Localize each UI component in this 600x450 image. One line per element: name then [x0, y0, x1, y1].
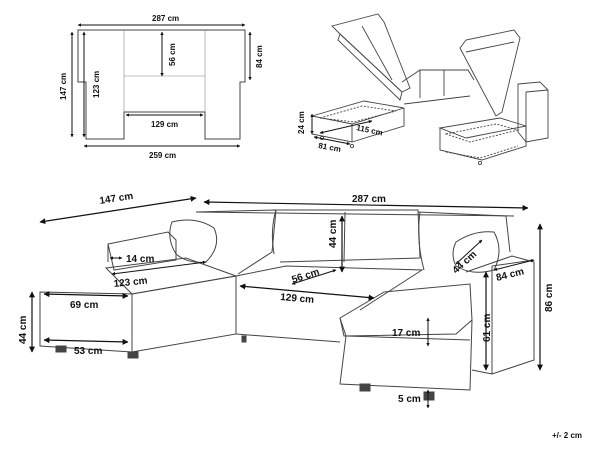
storage-open-view — [311, 13, 549, 166]
main-total-width-label: 287 cm — [352, 194, 386, 205]
plan-bottom-width-label: 259 cm — [149, 151, 176, 160]
main-back-height-label: 44 cm — [328, 220, 339, 248]
storage-length-label: 115 cm — [356, 123, 384, 137]
main-arm-width-label: 14 cm — [126, 254, 154, 265]
main-seat-depth-label: 56 cm — [291, 267, 321, 286]
main-chaise-length-label: 123 cm — [113, 275, 148, 289]
main-left-depth-label: 147 cm — [99, 191, 134, 207]
plan-chaise-label: 123 cm — [92, 71, 101, 98]
plan-depth-back-label: 56 cm — [168, 43, 177, 66]
main-seat-height-label: 44 cm — [18, 316, 29, 344]
storage-height-label: 24 cm — [297, 111, 306, 134]
main-inner-width-label: 129 cm — [280, 292, 315, 306]
main-leg-height-label: 5 cm — [398, 394, 421, 405]
main-leg-clearance-label: 17 cm — [392, 328, 420, 339]
plan-width-label: 287 cm — [152, 14, 179, 23]
sofa-main-view — [39, 209, 535, 401]
main-base-length-label: 53 cm — [74, 346, 102, 357]
storage-dimensions: 24 cm 115 cm 81 cm — [297, 111, 384, 154]
storage-depth-label: 81 cm — [318, 141, 342, 154]
top-plan-view: 287 cm 56 cm 84 cm 147 cm 123 cm 129 cm … — [59, 14, 264, 160]
plan-total-depth-label: 147 cm — [59, 73, 68, 100]
plan-inner-width-label: 129 cm — [151, 120, 178, 129]
plan-arm-depth-label: 84 cm — [255, 45, 264, 68]
main-total-height-label: 86 cm — [544, 284, 555, 312]
main-dimensions: 147 cm 287 cm 14 cm 123 cm 44 cm 56 cm 1… — [18, 191, 555, 409]
tolerance-note: +/- 2 cm — [552, 431, 582, 440]
main-arm-height-label: 61 cm — [482, 314, 493, 342]
main-chaise-width-label: 69 cm — [70, 300, 98, 311]
